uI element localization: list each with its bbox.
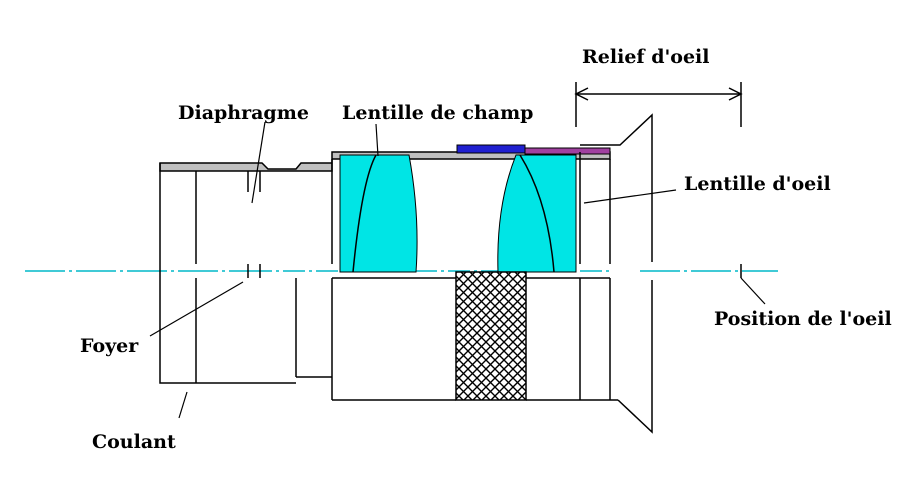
label-coulant: Coulant — [92, 431, 176, 453]
field-lens-curve — [352, 154, 377, 273]
eyecup — [580, 113, 653, 434]
eye-lens-curve — [519, 154, 555, 273]
purple-retaining-ring — [524, 147, 611, 155]
hatched-spacer — [455, 271, 527, 401]
coulant-body — [159, 152, 618, 401]
label-relief: Relief d'oeil — [582, 46, 710, 68]
diaphragm — [247, 171, 261, 278]
blue-retaining-ring — [456, 144, 526, 154]
label-diaphragme: Diaphragme — [178, 102, 309, 124]
leader-lines — [149, 121, 766, 419]
label-lentille-champ: Lentille de champ — [342, 102, 534, 124]
eye-lens — [497, 154, 577, 273]
label-foyer: Foyer — [80, 335, 139, 357]
field-lens — [339, 154, 418, 273]
eye-relief-dimension — [574, 82, 743, 127]
label-position-oeil: Position de l'oeil — [714, 308, 892, 330]
label-lentille-oeil: Lentille d'oeil — [684, 173, 831, 195]
